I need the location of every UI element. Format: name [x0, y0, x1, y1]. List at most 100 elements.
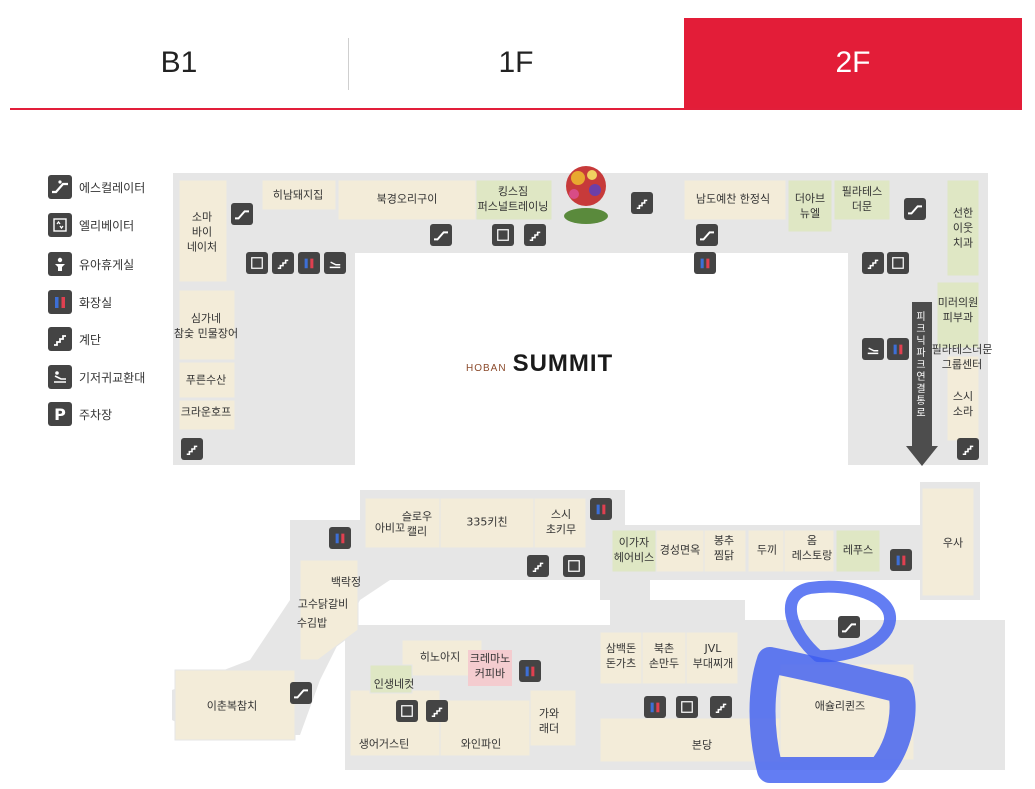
legend-label: 화장실: [79, 295, 113, 310]
floor-tabs: B1 1F 2F: [10, 18, 1022, 110]
stairs-icon[interactable]: [862, 252, 884, 274]
legend-diaper: 기저귀교환대: [48, 364, 145, 390]
stairs-icon[interactable]: [181, 438, 203, 460]
elevator-icon[interactable]: [676, 696, 698, 718]
restroom-icon[interactable]: [590, 498, 612, 520]
elevator-icon[interactable]: [887, 252, 909, 274]
store-label-k335[interactable]: 335키친: [466, 515, 508, 529]
restroom-icon: [48, 290, 72, 314]
store-label-namdo[interactable]: 남도예찬 한정식: [695, 192, 771, 206]
store-label-insaeng[interactable]: 인생네컷: [373, 677, 415, 691]
restroom-icon[interactable]: [890, 549, 912, 571]
flower-planter-icon: [564, 166, 608, 224]
diaper-change-icon[interactable]: [324, 252, 346, 274]
stairs-icon[interactable]: [426, 700, 448, 722]
legend-label: 계단: [79, 332, 102, 347]
restroom-icon[interactable]: [887, 338, 909, 360]
escalator-icon[interactable]: [838, 616, 860, 638]
legend-restroom: 화장실: [48, 289, 112, 315]
store-label-bukgyeong[interactable]: 북경오리구이: [376, 192, 438, 206]
stairs-icon[interactable]: [957, 438, 979, 460]
connector-label: 피크닉파크 연결통로: [916, 312, 926, 419]
restroom-icon[interactable]: [644, 696, 666, 718]
elevator-icon[interactable]: [246, 252, 268, 274]
tab-b1[interactable]: B1: [160, 46, 198, 79]
tab-2f[interactable]: 2F: [684, 18, 1022, 108]
legend-elevator: 엘리베이터: [48, 212, 134, 238]
store-label-wine[interactable]: 와인파인: [460, 737, 502, 751]
tab-divider: [348, 38, 349, 90]
highlight-store: [468, 650, 512, 686]
store-label-usa[interactable]: 우사: [942, 536, 964, 550]
store-label-ichun[interactable]: 이춘복참치: [206, 699, 258, 713]
store-blocks: [174, 179, 980, 763]
elevator-icon[interactable]: [563, 555, 585, 577]
stairs-icon[interactable]: [524, 224, 546, 246]
escalator-icon[interactable]: [430, 224, 452, 246]
legend-nursing: 유아휴게실: [48, 251, 134, 277]
green-store-blocks: [369, 179, 980, 694]
diaper-change-icon[interactable]: [862, 338, 884, 360]
hand-drawn-annotation: [749, 580, 916, 783]
store-label-pureun[interactable]: 푸른수산: [185, 373, 227, 387]
tab-1f[interactable]: 1F: [498, 46, 534, 79]
store-label-baekrak[interactable]: 백락정: [330, 575, 362, 589]
brand-logo: HOBAN SUMMIT: [466, 350, 613, 378]
connector-passage: [912, 302, 932, 448]
escalator-icon[interactable]: [696, 224, 718, 246]
store-label-gyeongseong[interactable]: 경성면옥: [659, 543, 701, 557]
stairs-icon: [48, 327, 72, 351]
elevator-icon[interactable]: [492, 224, 514, 246]
escalator-icon[interactable]: [290, 682, 312, 704]
store-label-saengeo[interactable]: 생어거스틴: [358, 737, 410, 751]
store-label-lepus[interactable]: 레푸스: [842, 543, 874, 557]
store-label-hinoaji[interactable]: 히노아지: [419, 650, 461, 664]
store-label-crown[interactable]: 크라운호프: [180, 405, 232, 419]
down-arrow-icon: [906, 446, 938, 466]
legend-label: 주차장: [79, 407, 113, 422]
store-label-gosu[interactable]: 고수닭갈비: [297, 597, 349, 611]
legend-stairs: 계단: [48, 326, 101, 352]
store-label-hinam[interactable]: 히남돼지집: [272, 188, 324, 202]
escalator-icon[interactable]: [231, 203, 253, 225]
escalator-icon[interactable]: [904, 198, 926, 220]
stairs-icon[interactable]: [631, 192, 653, 214]
restroom-icon[interactable]: [694, 252, 716, 274]
legend-label: 에스컬레이터: [79, 180, 146, 195]
store-label-abiggo[interactable]: 아비꼬: [374, 521, 406, 535]
legend-label: 유아휴게실: [79, 257, 135, 272]
stairs-icon[interactable]: [272, 252, 294, 274]
restroom-icon[interactable]: [329, 527, 351, 549]
stairs-icon[interactable]: [710, 696, 732, 718]
stairs-icon[interactable]: [527, 555, 549, 577]
store-label-ashley[interactable]: 애슐리퀸즈: [814, 699, 866, 713]
store-label-bondang[interactable]: 본당: [691, 738, 713, 752]
store-label-dukki[interactable]: 두끼: [756, 543, 778, 557]
brand-big: SUMMIT: [512, 350, 614, 377]
restroom-icon[interactable]: [519, 660, 541, 682]
legend-escalator: 에스컬레이터: [48, 174, 145, 200]
elevator-icon[interactable]: [396, 700, 418, 722]
store-label-sugimbap[interactable]: 수김밥: [296, 616, 328, 630]
restroom-icon[interactable]: [298, 252, 320, 274]
legend-label: 엘리베이터: [79, 218, 135, 233]
